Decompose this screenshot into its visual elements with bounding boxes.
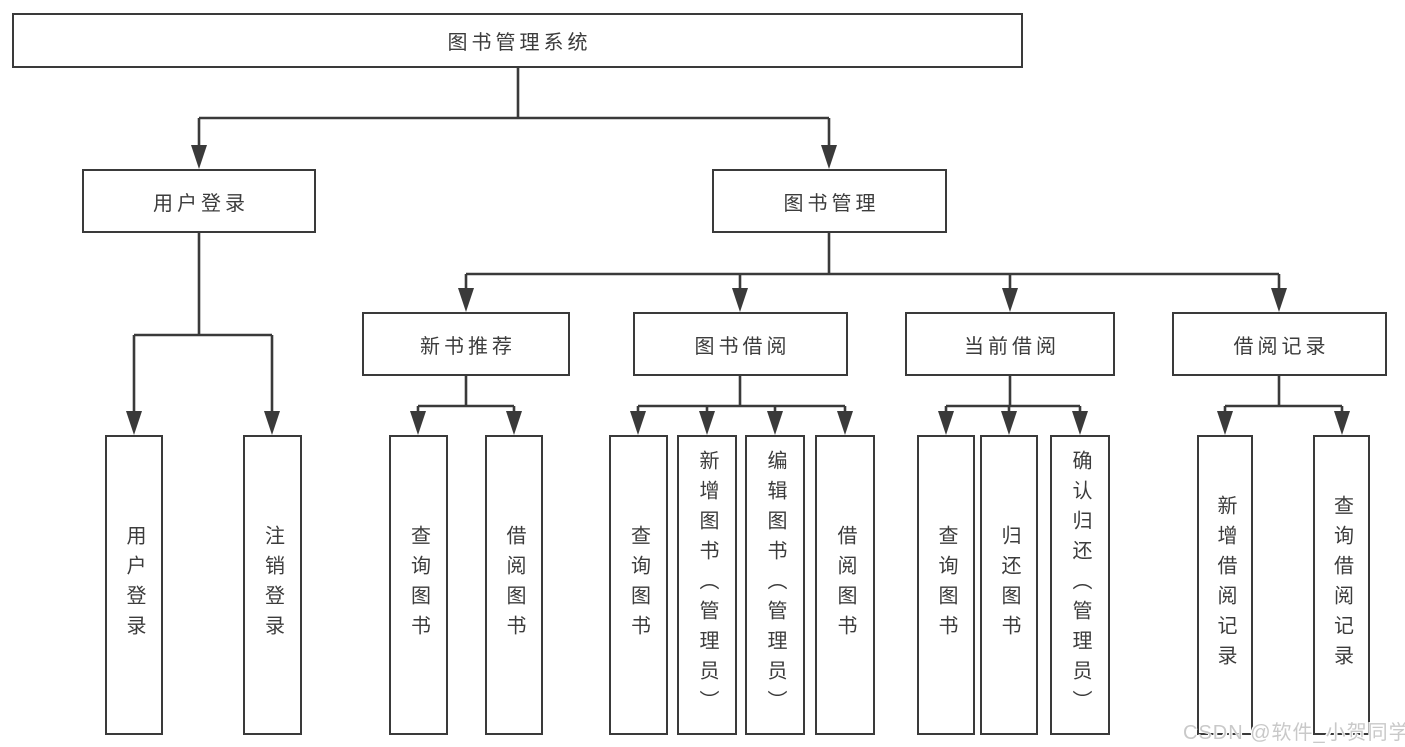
node-label: 查询借阅记录	[1330, 495, 1353, 675]
node-book-borrowing: 图书借阅	[633, 312, 848, 376]
arrow-down-icon	[410, 411, 426, 435]
node-label: 查询图书	[935, 525, 957, 645]
arrow-down-icon	[837, 411, 853, 435]
arrow-down-icon	[1002, 288, 1018, 312]
leaf-user-login: 用户登录	[105, 435, 163, 735]
node-label: 新增图书（管理员）	[696, 450, 718, 720]
arrow-down-icon	[767, 411, 783, 435]
leaf-recommend-query-books: 查询图书	[389, 435, 448, 735]
arrow-down-icon	[1334, 411, 1350, 435]
node-label: 确认归还（管理员）	[1069, 450, 1091, 720]
csdn-watermark: CSDN @软件_小贺同学	[1183, 722, 1405, 744]
arrow-down-icon	[732, 288, 748, 312]
arrow-down-icon	[699, 411, 715, 435]
node-label: 当前借阅	[964, 335, 1060, 358]
arrow-down-icon	[1271, 288, 1287, 312]
node-library-system: 图书管理系统	[12, 13, 1023, 68]
leaf-current-query-books: 查询图书	[917, 435, 975, 735]
leaf-add-books-admin: 新增图书（管理员）	[677, 435, 737, 735]
node-label: 用户登录	[153, 192, 249, 215]
arrow-down-icon	[126, 411, 142, 435]
leaf-edit-books-admin: 编辑图书（管理员）	[745, 435, 805, 735]
arrow-down-icon	[458, 288, 474, 312]
node-book-management: 图书管理	[712, 169, 947, 233]
node-label: 编辑图书（管理员）	[764, 450, 786, 720]
node-label: 查询图书	[627, 525, 650, 645]
node-user-login: 用户登录	[82, 169, 316, 233]
node-new-book-recommend: 新书推荐	[362, 312, 570, 376]
leaf-borrow-books: 借阅图书	[815, 435, 875, 735]
node-borrowing-records: 借阅记录	[1172, 312, 1387, 376]
node-label: 借阅图书	[834, 525, 856, 645]
arrow-down-icon	[1001, 411, 1017, 435]
leaf-return-books: 归还图书	[980, 435, 1038, 735]
arrow-down-icon	[1217, 411, 1233, 435]
arrow-down-icon	[938, 411, 954, 435]
leaf-borrowing-query-books: 查询图书	[609, 435, 668, 735]
node-current-borrowing: 当前借阅	[905, 312, 1115, 376]
node-label: 用户登录	[123, 525, 145, 645]
leaf-recommend-borrow-books: 借阅图书	[485, 435, 543, 735]
leaf-add-borrow-record: 新增借阅记录	[1197, 435, 1253, 735]
node-label: 查询图书	[407, 525, 430, 645]
node-label: 图书管理系统	[447, 32, 592, 54]
arrow-down-icon	[821, 145, 837, 169]
node-label: 注销登录	[261, 525, 284, 645]
arrow-down-icon	[1072, 411, 1088, 435]
arrow-down-icon	[506, 411, 522, 435]
node-label: 归还图书	[998, 525, 1020, 645]
leaf-query-borrow-record: 查询借阅记录	[1313, 435, 1370, 735]
node-label: 新书推荐	[420, 335, 516, 358]
node-label: 新增借阅记录	[1214, 495, 1236, 675]
node-label: 图书借阅	[694, 335, 791, 358]
leaf-logout: 注销登录	[243, 435, 302, 735]
arrowheads	[126, 145, 1350, 435]
leaf-confirm-return-admin: 确认归还（管理员）	[1050, 435, 1110, 735]
node-label: 借阅记录	[1233, 335, 1330, 358]
node-label: 图书管理	[783, 192, 880, 215]
arrow-down-icon	[191, 145, 207, 169]
connector-lines	[132, 68, 1344, 414]
arrow-down-icon	[630, 411, 646, 435]
arrow-down-icon	[264, 411, 280, 435]
node-label: 借阅图书	[503, 525, 525, 645]
